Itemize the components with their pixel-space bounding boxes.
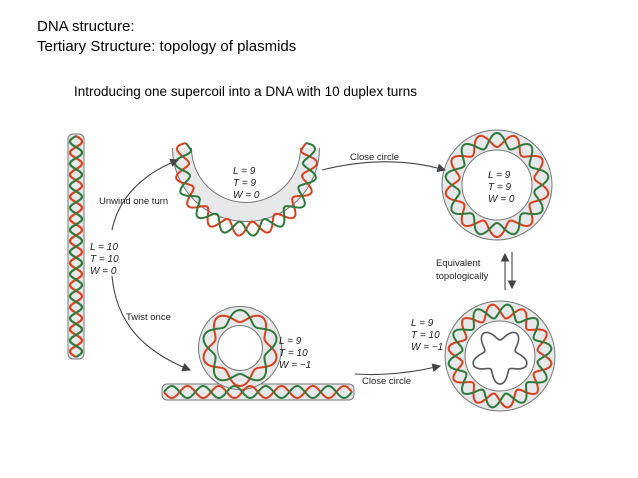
close-circle-top-arrow: [321, 161, 447, 173]
equilibrium-arrows: [500, 252, 517, 290]
diagram-caption: Introducing one supercoil into a DNA wit…: [74, 84, 417, 99]
unwound-t: T = 9: [233, 178, 257, 189]
close-circle-top-label: Close circle: [350, 152, 399, 163]
close-circle-bottom-arrow: [354, 363, 442, 376]
linear-w: W = 0: [90, 266, 117, 277]
twisted-t: T = 10: [279, 348, 308, 359]
relaxed-w: W = 0: [488, 194, 515, 205]
page-title: DNA structure:: [37, 18, 135, 35]
topologically-label: topologically: [436, 271, 489, 282]
unwind-label: Unwind one turn: [99, 196, 168, 207]
relaxed-l: L = 9: [488, 170, 511, 181]
supercoiled-t: T = 10: [411, 330, 440, 341]
relaxed-circle-dna: [441, 129, 553, 241]
unwind-arrow: [111, 158, 180, 231]
unwound-w: W = 0: [233, 190, 260, 201]
supercoiled-l: L = 9: [411, 318, 434, 329]
twisted-l: L = 9: [279, 336, 302, 347]
unwound-open-dna: [172, 142, 320, 237]
linear-l: L = 10: [90, 242, 118, 253]
linear-dna: [67, 133, 85, 360]
unwound-l: L = 9: [233, 166, 256, 177]
relaxed-t: T = 9: [488, 182, 512, 193]
twisted-w: W = −1: [279, 360, 311, 371]
linear-t: T = 10: [90, 254, 119, 265]
close-circle-bottom-label: Close circle: [362, 376, 411, 387]
page-subtitle-heading: Tertiary Structure: topology of plasmids: [37, 38, 297, 55]
twist-label: Twist once: [126, 312, 171, 323]
equivalent-label: Equivalent: [436, 258, 481, 269]
twist-arrow: [111, 275, 192, 372]
twisted-dna: [161, 306, 355, 401]
supercoiled-circle-dna: [444, 300, 556, 412]
supercoiled-w: W = −1: [411, 342, 443, 353]
